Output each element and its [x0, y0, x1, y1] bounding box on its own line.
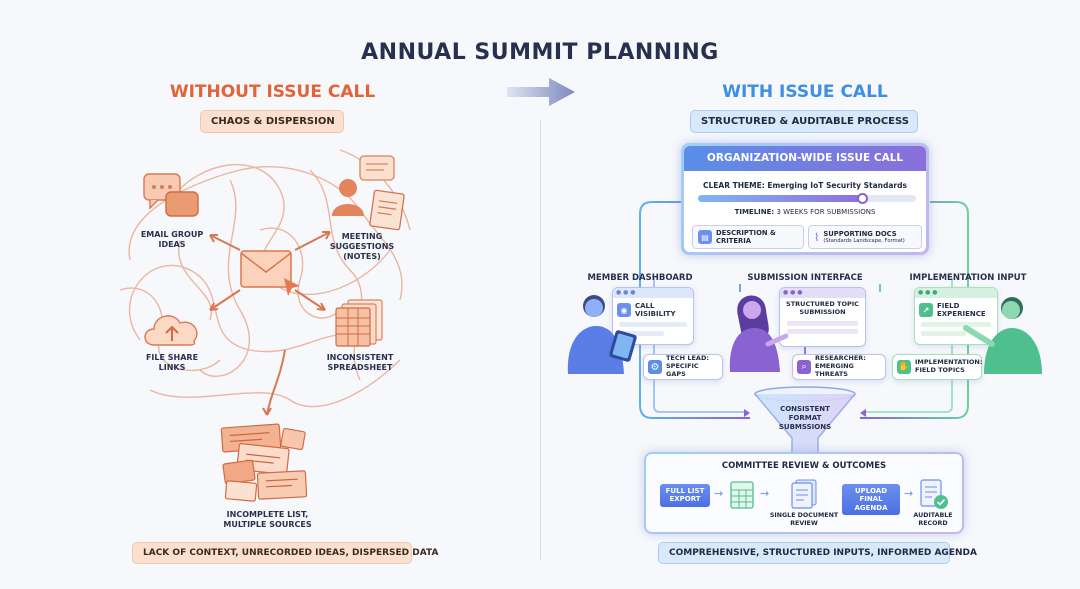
- submission-interface-card[interactable]: ● ● ● STRUCTURED TOPIC SUBMISSION: [779, 287, 866, 347]
- auditable-record-label: AUDITABLE RECORD: [913, 512, 953, 527]
- description-criteria-card[interactable]: ▤ DESCRIPTION & CRITERIA: [692, 225, 804, 249]
- issue-call-header: ORGANIZATION-WIDE ISSUE CALL: [684, 146, 926, 171]
- timeline-progress-bar: [698, 193, 916, 204]
- page-title: ANNUAL SUMMIT PLANNING: [361, 40, 719, 65]
- document-icon: [791, 479, 817, 509]
- paper-pile-icon: [220, 423, 308, 502]
- supporting-docs-card[interactable]: ⌇ SUPPORTING DOCS (Standards Landscape, …: [808, 225, 922, 249]
- field-experience-label: FIELD EXPERIENCE: [937, 302, 986, 318]
- cursor-icon: [284, 278, 300, 296]
- left-panel-subtitle: CHAOS & DISPERSION: [200, 110, 344, 133]
- implementation-card[interactable]: ✋ IMPLEMENTATION: FIELD TOPICS: [892, 354, 982, 380]
- window-dots: ● ● ●: [780, 288, 865, 298]
- chaos-lines: [119, 149, 411, 416]
- call-visibility-label: CALL VISIBILITY: [635, 302, 676, 318]
- arrow-right-icon: →: [904, 487, 914, 500]
- timeline-progress-knob: [856, 193, 868, 204]
- paperclip-icon: ⌇: [814, 230, 820, 244]
- arrow-right-icon: →: [760, 487, 770, 500]
- single-document-review-label: SINGLE DOCUMENT REVIEW: [769, 512, 839, 527]
- issue-call-timeline: TIMELINE: 3 WEEKS FOR SUBMISSIONS: [684, 208, 926, 216]
- right-panel-title: WITH ISSUE CALL: [722, 82, 888, 102]
- tech-lead-person-icon: [567, 295, 637, 374]
- window-dots: ● ● ●: [613, 288, 693, 298]
- field-chart-icon: ↗: [919, 303, 933, 317]
- structured-topic-label: STRUCTURED TOPIC SUBMISSION: [786, 300, 859, 316]
- incomplete-list-label: INCOMPLETE LIST, MULTIPLE SOURCES: [223, 510, 312, 529]
- transition-arrow-icon: [507, 78, 575, 106]
- window-dots: ● ● ●: [915, 288, 997, 298]
- researcher-label: RESEARCHER: EMERGING THREATS: [815, 354, 866, 378]
- spreadsheet-icon: [730, 481, 754, 509]
- right-panel-footer: COMPREHENSIVE, STRUCTURED INPUTS, INFORM…: [658, 542, 977, 564]
- tech-lead-card[interactable]: ⚙ TECH LEAD: SPECIFIC GAPS: [643, 354, 723, 380]
- left-panel-footer: LACK OF CONTEXT, UNRECORDED IDEAS, DISPE…: [132, 542, 438, 564]
- eye-icon: ◉: [617, 303, 631, 317]
- auditable-record-icon: [920, 479, 948, 509]
- meeting-person-icon: [332, 155, 405, 231]
- chat-bubbles-icon: [143, 173, 199, 217]
- full-list-export-button[interactable]: FULL LIST EXPORT: [660, 484, 710, 507]
- committee-review-card: COMMITTEE REVIEW & OUTCOMES FULL LIST EX…: [644, 452, 964, 534]
- description-criteria-label: DESCRIPTION & CRITERIA: [716, 229, 776, 245]
- implementation-input-card[interactable]: ● ● ● ↗ FIELD EXPERIENCE: [914, 287, 998, 345]
- arrow-right-icon: →: [714, 487, 724, 500]
- committee-review-header: COMMITTEE REVIEW & OUTCOMES: [721, 461, 887, 471]
- file-share-links-label: FILE SHARE LINKS: [145, 353, 199, 372]
- left-panel-title: WITHOUT ISSUE CALL: [169, 82, 376, 102]
- funnel-icon: [754, 386, 856, 455]
- envelope-icon: [240, 250, 292, 288]
- implementation-input-title: IMPLEMENTATION INPUT: [909, 273, 1027, 283]
- meeting-suggestions-label: MEETING SUGGESTIONS (NOTES): [329, 232, 395, 261]
- supporting-docs-sub: (Standards Landscape, Format): [823, 238, 905, 244]
- issue-call-theme: CLEAR THEME: Emerging IoT Security Stand…: [703, 181, 907, 190]
- magnifier-icon: ⌕: [797, 360, 811, 374]
- submission-interface-title: SUBMISSION INTERFACE: [747, 273, 863, 283]
- issue-call-card: ORGANIZATION-WIDE ISSUE CALL CLEAR THEME…: [681, 143, 929, 255]
- cloud-upload-icon: [144, 315, 198, 346]
- researcher-person-icon: [729, 295, 789, 372]
- gear-icon: ⚙: [648, 360, 662, 374]
- upload-final-agenda-button[interactable]: UPLOAD FINAL AGENDA: [842, 484, 900, 516]
- inconsistent-spreadsheet-label: INCONSISTENT SPREADSHEET: [326, 353, 394, 372]
- implementer-person-icon: [963, 297, 1042, 374]
- handshake-icon: ✋: [897, 360, 911, 374]
- tech-lead-label: TECH LEAD: SPECIFIC GAPS: [666, 354, 709, 378]
- right-panel-subtitle: STRUCTURED & AUDITABLE PROCESS: [690, 110, 918, 133]
- timeline-label: TIMELINE:: [734, 208, 775, 216]
- spreadsheet-icon: [335, 299, 383, 347]
- timeline-progress-fill: [698, 195, 862, 202]
- panel-divider: [540, 120, 541, 560]
- supporting-docs-label: SUPPORTING DOCS: [823, 230, 897, 238]
- document-icon: ▤: [698, 230, 712, 244]
- timeline-value: 3 WEEKS FOR SUBMISSIONS: [776, 208, 876, 216]
- researcher-card[interactable]: ⌕ RESEARCHER: EMERGING THREATS: [792, 354, 886, 380]
- member-dashboard-title: MEMBER DASHBOARD: [587, 273, 693, 283]
- funnel-label: CONSISTENT FORMAT SUBMSSIONS: [778, 405, 832, 431]
- email-group-ideas-label: EMAIL GROUP IDEAS: [140, 230, 204, 249]
- implementation-role-label: IMPLEMENTATION: FIELD TOPICS: [915, 358, 983, 374]
